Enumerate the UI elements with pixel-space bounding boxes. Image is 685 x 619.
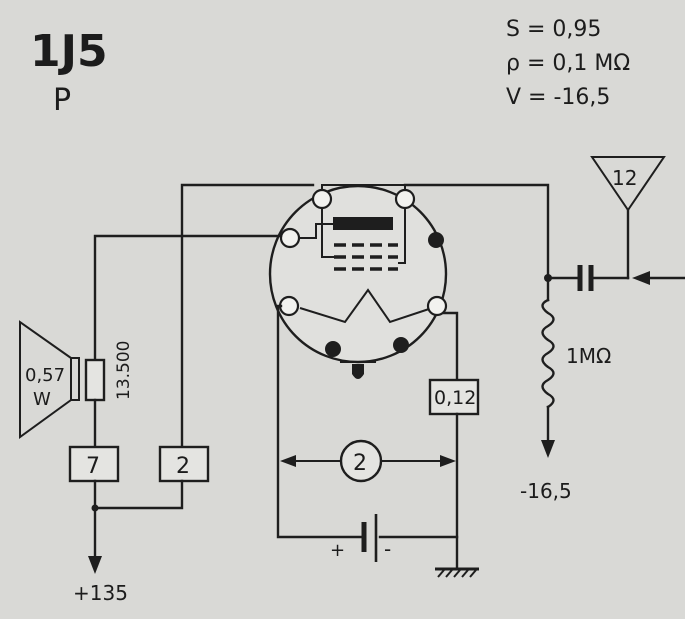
speaker-power-unit: W — [33, 389, 51, 410]
output-transformer — [84, 358, 106, 402]
filament-meter[interactable] — [339, 439, 383, 483]
battery-plus-label: + — [330, 540, 345, 561]
tube-plate — [333, 217, 393, 230]
grid-lead — [398, 203, 406, 264]
screen-current-box[interactable] — [158, 445, 210, 483]
antenna-label: 12 — [612, 166, 637, 190]
plate-current-label: 7 — [86, 454, 100, 479]
spec-v: V = -16,5 — [506, 85, 610, 110]
grid-bias-label: -16,5 — [520, 479, 572, 503]
filament-current-box[interactable] — [428, 378, 480, 416]
tube-subtype: P — [53, 83, 71, 118]
pin-filament-left — [278, 295, 300, 317]
pin-top-left — [311, 188, 333, 210]
ground-symbol — [435, 567, 479, 578]
spec-rho: ρ = 0,1 MΩ — [506, 51, 630, 76]
grid-resistor — [541, 298, 555, 458]
pin-bottom-left — [325, 341, 341, 357]
grid-wire — [403, 183, 550, 302]
grid-resistor-label: 1MΩ — [566, 344, 611, 368]
pin-top-right — [394, 188, 416, 210]
speaker-symbol — [19, 320, 80, 439]
spec-s: S = 0,95 — [506, 17, 601, 42]
filament-current-label: 0,12 — [434, 387, 476, 409]
input-arrow — [632, 271, 685, 285]
plate-lead — [300, 223, 333, 239]
filament-battery — [361, 514, 378, 562]
filament-meter-arrows — [280, 455, 456, 467]
tube-envelope — [268, 184, 448, 379]
pin-bottom-right — [393, 337, 409, 353]
tube-grid — [334, 243, 398, 271]
supply-arrow — [88, 556, 102, 574]
pin-right-blank — [428, 232, 444, 248]
screen-current-label: 2 — [176, 454, 190, 479]
tube-type: 1J5 — [30, 26, 108, 77]
coupling-capacitor — [546, 265, 630, 291]
plate-wire — [93, 234, 283, 362]
filament-right-wire — [442, 311, 459, 382]
tube-filament — [299, 288, 433, 324]
antenna-symbol — [590, 156, 666, 280]
screen-wire — [180, 183, 315, 449]
battery-minus-label: - — [384, 537, 391, 561]
filament-left-wire — [276, 304, 364, 539]
grid-side-lead — [321, 203, 334, 258]
pin-filament-right — [426, 295, 448, 317]
speaker-power-value: 0,57 — [25, 365, 65, 386]
supply-label: +135 — [73, 581, 128, 605]
pin-plate — [279, 227, 301, 249]
transformer-label: 13.500 — [114, 341, 134, 400]
filament-meter-label: 2 — [353, 451, 367, 476]
supply-wire — [93, 479, 184, 510]
